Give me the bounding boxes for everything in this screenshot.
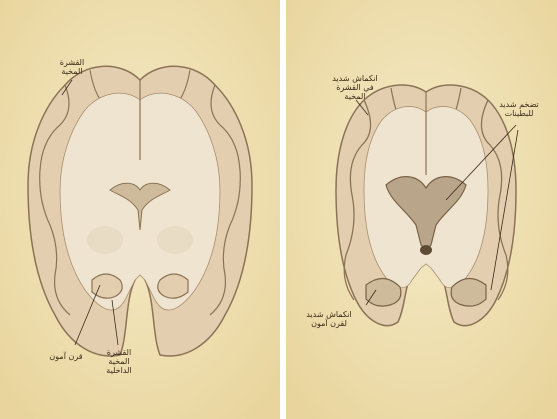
label-entorhinal-cortex: القشرة المخية الداخلية [95,348,143,375]
label-severe-cortex-shrinkage: انكماش شديد في القشرة المخية [330,74,380,101]
alzheimer-brain-hippocampus [366,278,401,306]
healthy-brain-panel: القشرة المخية قرن آمون القشرة المخية الد… [0,0,280,419]
label-severe-hippocampus-shrinkage: انكماش شديد لقرن آمون [304,310,354,328]
alzheimer-brain-panel: انكماش شديد في القشرة المخية تضخم شديد ل… [286,0,557,419]
label-severe-ventricle-enlargement: تضخم شديد للبطينات [494,100,544,118]
label-cortex: القشرة المخية [52,58,92,76]
alzheimer-brain-illustration [286,0,557,419]
label-hippocampus: قرن آمون [46,352,86,361]
healthy-brain-hippocampus [92,274,122,298]
